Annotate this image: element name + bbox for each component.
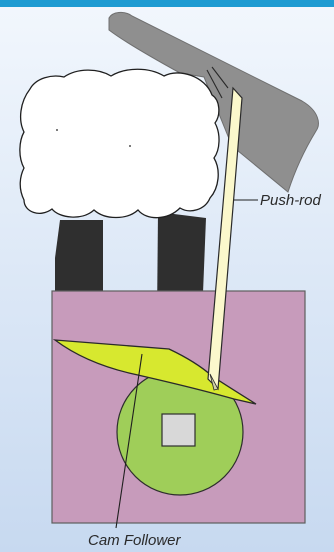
push-rod-label: Push-rod [260, 192, 322, 209]
cam-follower-pointer [115, 353, 143, 529]
lever-pivot-line-2 [206, 69, 223, 99]
lever-pivot-line [211, 66, 229, 89]
top-bar [0, 0, 334, 7]
cam-follower-label: Cam Follower [88, 532, 182, 549]
follower-arm [52, 339, 257, 405]
cloud-body [19, 68, 220, 219]
cloud-dot [129, 145, 131, 147]
cam-shaft-square [161, 413, 196, 447]
cloud-dot [56, 129, 58, 131]
push-rod-tip [209, 373, 219, 391]
lever-wing [108, 11, 319, 193]
